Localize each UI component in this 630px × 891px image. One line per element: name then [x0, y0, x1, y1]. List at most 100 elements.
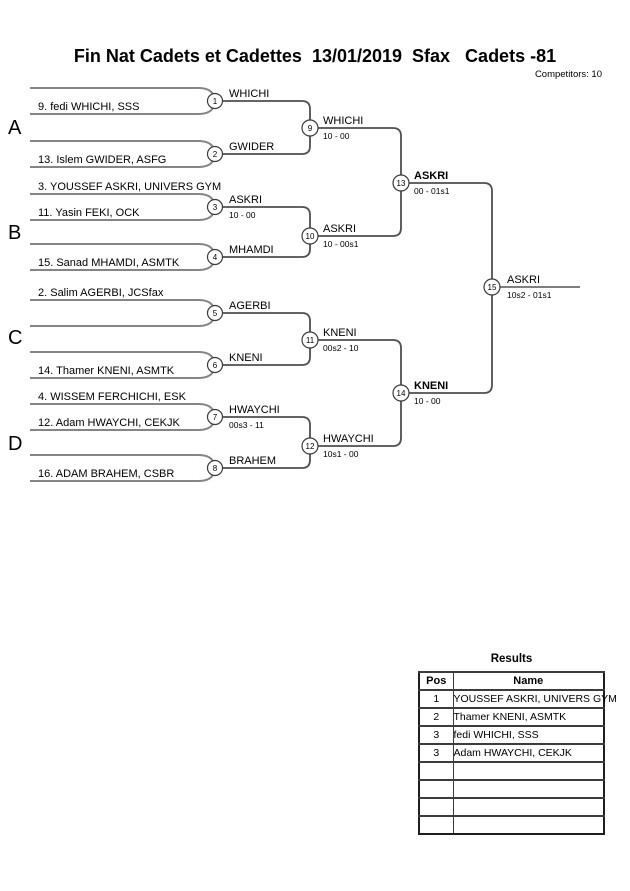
match-circle-12 — [301, 437, 319, 455]
match-circle-14 — [392, 384, 410, 402]
match-score: 10 - 00 — [414, 396, 441, 406]
result-name: Thamer KNENI, ASMTK — [452, 707, 604, 726]
entry-name: 13. Islem GWIDER, ASFG — [38, 154, 166, 166]
match-winner: HWAYCHI — [323, 433, 374, 445]
result-name — [452, 797, 604, 816]
connector-m13-m15 — [408, 182, 493, 287]
match-winner: KNENI — [414, 380, 448, 392]
result-row: 2 Thamer KNENI, ASMTK — [418, 707, 604, 726]
match-circle-6 — [206, 356, 224, 374]
result-row — [418, 761, 604, 780]
result-row — [418, 779, 604, 798]
match-number: 9 — [308, 124, 313, 133]
results-col-name: Name — [452, 671, 604, 690]
group-label-d: D — [8, 433, 22, 455]
result-pos: 1 — [418, 689, 453, 708]
result-row: 3 Adam HWAYCHI, CEKJK — [418, 743, 604, 762]
result-name — [452, 815, 604, 834]
connector-m9-m13 — [317, 127, 402, 183]
connector-m3-m10 — [222, 206, 311, 236]
match-number: 2 — [213, 150, 218, 159]
page-title: Fin Nat Cadets et Cadettes 13/01/2019 Sf… — [73, 46, 557, 66]
match-winner: AGERBI — [229, 300, 271, 312]
match-number: 11 — [306, 336, 315, 345]
entry-name: 14. Thamer KNENI, ASMTK — [38, 365, 175, 377]
match-number: 13 — [397, 179, 406, 188]
match-circle-1 — [206, 92, 224, 110]
result-pos — [418, 797, 453, 816]
result-row: 3 fedi WHICHI, SSS — [418, 725, 604, 744]
result-name: fedi WHICHI, SSS — [452, 725, 604, 744]
group-label-a: A — [8, 117, 22, 139]
connector-m14-m15 — [408, 287, 493, 394]
match-winner: BRAHEM — [229, 455, 276, 467]
match-number: 7 — [213, 413, 218, 422]
entry-line-7-top — [30, 403, 215, 414]
entry-line-5-top — [30, 299, 215, 310]
match-number: 15 — [488, 283, 497, 292]
competitors-count: Competitors: 10 — [534, 69, 602, 80]
entry-line-8-top — [30, 454, 215, 465]
result-pos — [418, 761, 453, 780]
match-score: 10s1 - 00 — [323, 449, 359, 459]
result-row: 1 YOUSSEF ASKRI, UNIVERS GYM — [418, 689, 617, 708]
entry-name: 16. ADAM BRAHEM, CSBR — [38, 468, 174, 480]
results-panel: Results Pos Name 1 YOUSSEF ASKRI, UNIVER… — [418, 653, 617, 835]
connector-m1-m9 — [222, 100, 311, 128]
connector-m10-m13 — [317, 183, 402, 237]
match-winner: MHAMDI — [229, 244, 274, 256]
match-circle-4 — [206, 248, 224, 266]
match-circle-5 — [206, 304, 224, 322]
connector-m6-m11 — [222, 340, 311, 366]
entry-line-6-top — [30, 351, 215, 362]
connector-m11-m14 — [317, 339, 402, 393]
match-winner: WHICHI — [229, 88, 269, 100]
entry-line-5-bottom — [30, 316, 215, 327]
entry-name: 2. Salim AGERBI, JCSfax — [38, 287, 164, 299]
entry-line-4-top — [30, 243, 215, 254]
match-winner: GWIDER — [229, 141, 274, 153]
match-number: 14 — [397, 389, 406, 398]
match-circle-7 — [206, 408, 224, 426]
match-score: 00 - 01s1 — [414, 186, 450, 196]
result-row — [418, 815, 604, 834]
match-number: 3 — [213, 203, 218, 212]
match-circle-11 — [301, 331, 319, 349]
entry-name: 11. Yasin FEKI, OCK — [38, 207, 140, 219]
result-pos: 3 — [418, 743, 453, 762]
results-header-row: Pos Name — [418, 671, 604, 690]
match-circle-9 — [301, 119, 319, 137]
connector-m12-m14 — [317, 393, 402, 447]
entry-name: 4. WISSEM FERCHICHI, ESK — [38, 391, 187, 403]
match-score: 00s2 - 10 — [323, 343, 359, 353]
champion-name: ASKRI — [507, 274, 540, 286]
entry-line-1-top — [30, 87, 215, 98]
match-score: 00s3 - 11 — [229, 420, 264, 430]
result-name: YOUSSEF ASKRI, UNIVERS GYM — [452, 689, 617, 708]
match-winner: KNENI — [229, 352, 263, 364]
result-pos — [418, 779, 453, 798]
match-circle-8 — [206, 459, 224, 477]
results-heading: Results — [490, 653, 533, 665]
match-winner: KNENI — [323, 327, 357, 339]
connector-m8-m12 — [222, 446, 311, 469]
match-number: 12 — [306, 442, 315, 451]
match-circle-3 — [206, 198, 224, 216]
match-number: 10 — [306, 232, 315, 241]
result-name: Adam HWAYCHI, CEKJK — [452, 743, 604, 762]
match-number: 1 — [213, 97, 218, 106]
match-circle-13 — [392, 174, 410, 192]
result-name — [452, 761, 604, 780]
result-pos: 3 — [418, 725, 453, 744]
match-number: 4 — [213, 253, 218, 262]
results-col-pos: Pos — [418, 671, 453, 690]
result-row — [418, 797, 604, 816]
match-circle-2 — [206, 145, 224, 163]
connector-m4-m10 — [222, 236, 311, 258]
results-table: Pos Name 1 YOUSSEF ASKRI, UNIVERS GYM 2 … — [418, 671, 617, 835]
match-score: 10 - 00 — [229, 210, 256, 220]
match-winner: HWAYCHI — [229, 404, 280, 416]
connector-m2-m9 — [222, 128, 311, 155]
